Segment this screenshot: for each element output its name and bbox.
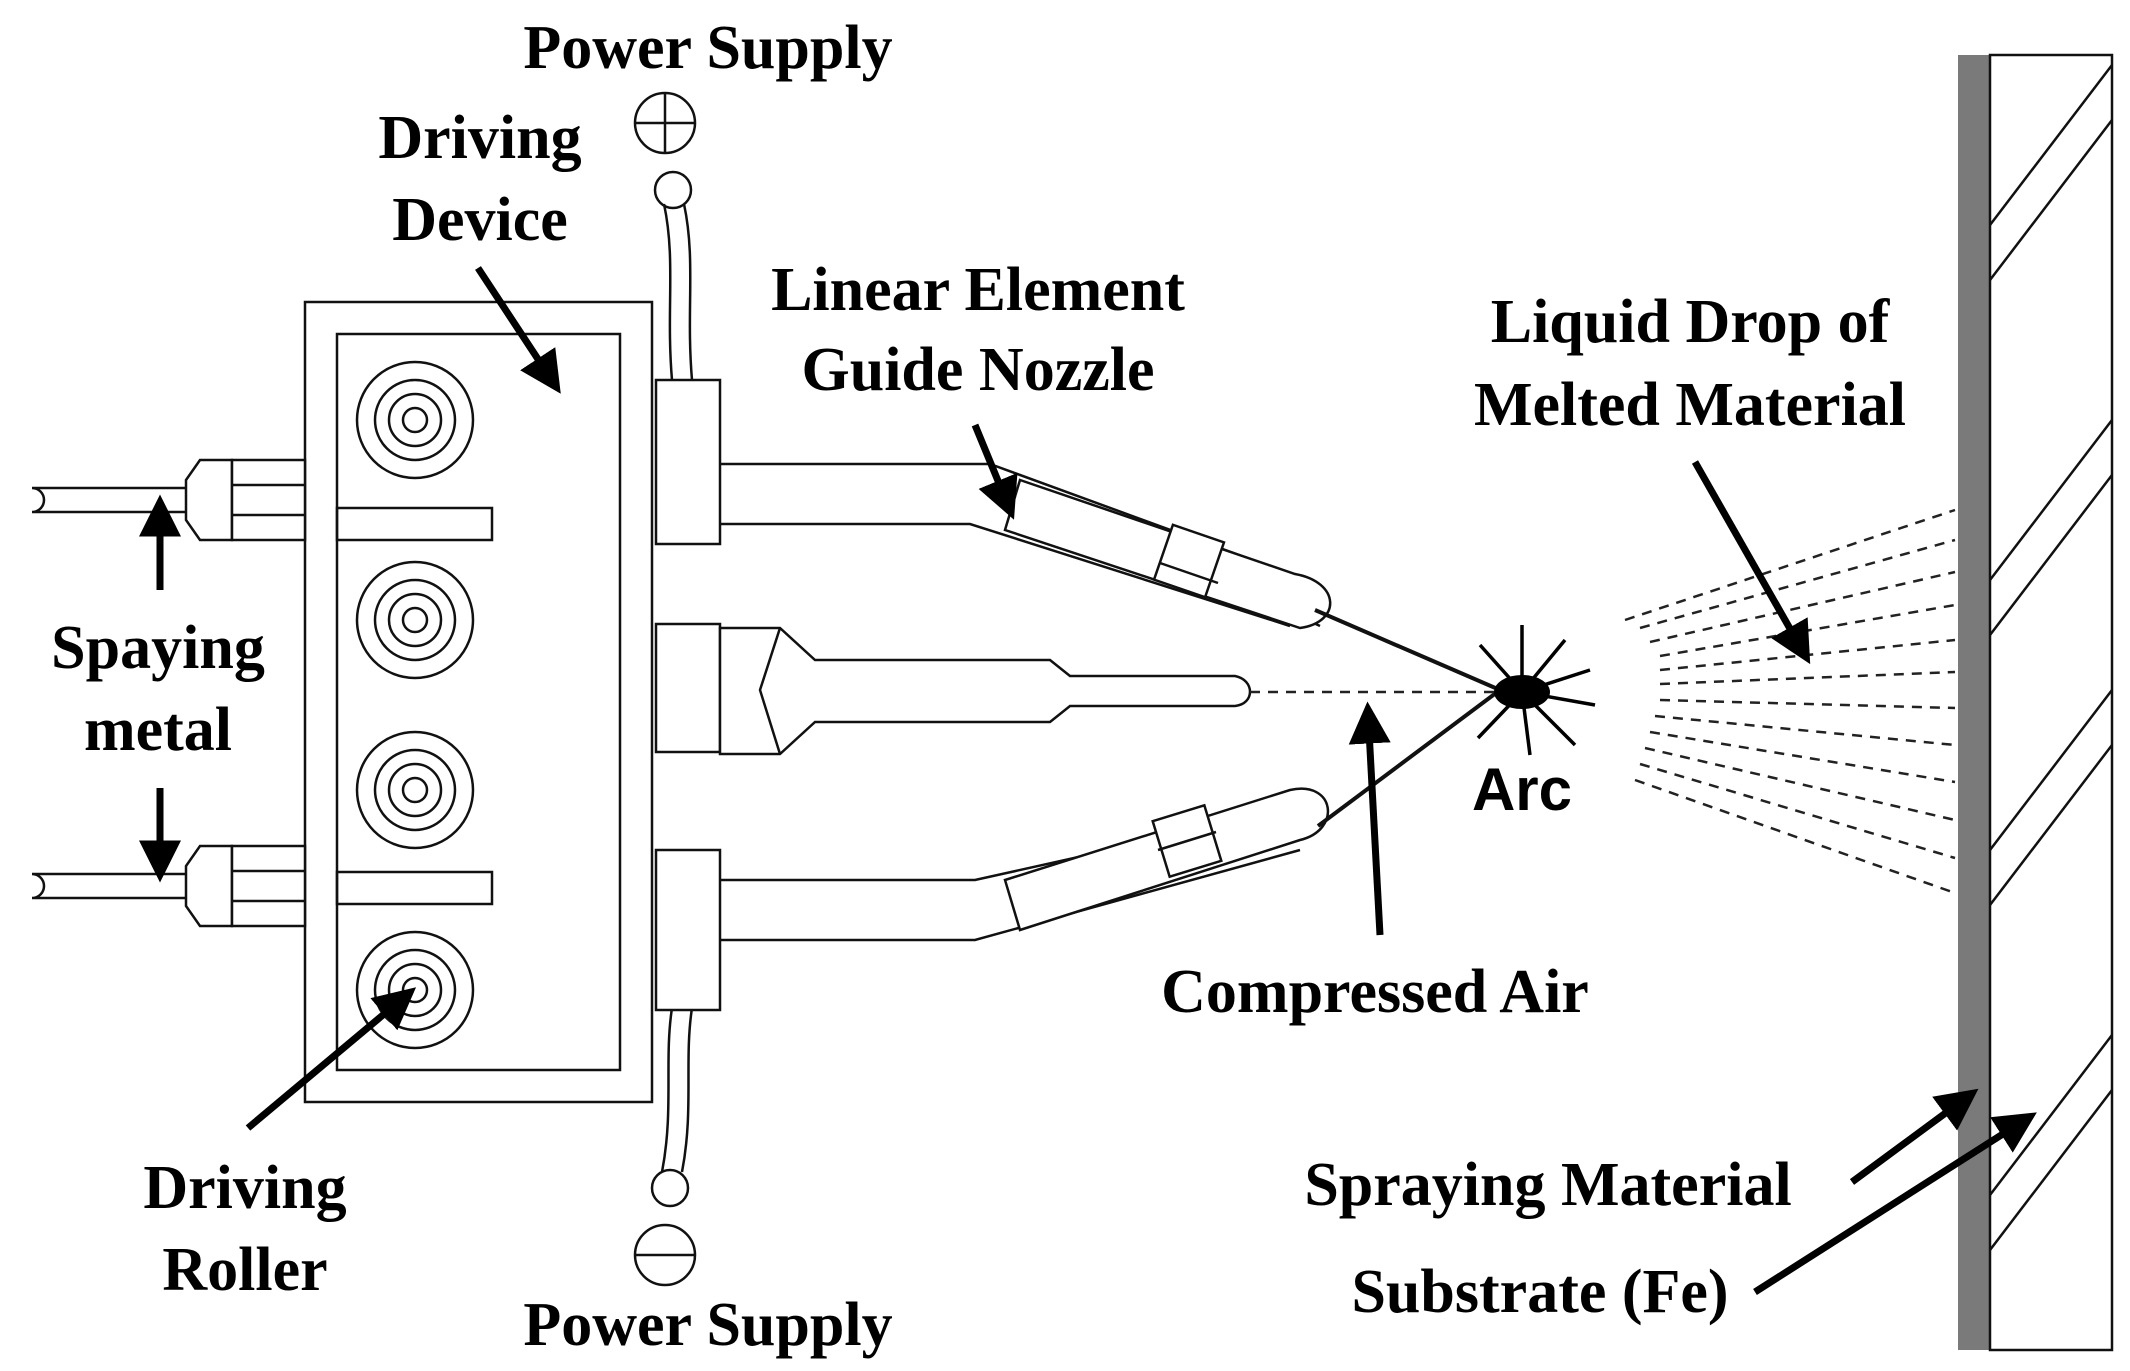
- connector-block-top: [654, 378, 722, 546]
- power-supply-top-terminal: [633, 91, 697, 381]
- label-liquid-drop-line1: Liquid Drop of: [1491, 288, 1891, 356]
- lower-wire-tip: [1316, 688, 1502, 828]
- label-spaying-metal-line1: Spaying: [51, 614, 265, 682]
- substrate-block: [1988, 53, 2114, 1352]
- roller-4: [355, 930, 475, 1050]
- arrow-driving-roller: [245, 987, 417, 1131]
- arrow-substrate: [1753, 1112, 2037, 1295]
- arrow-driving-device: [475, 266, 561, 394]
- lower-guide-nozzle: [720, 787, 1330, 942]
- label-arc: Arc: [1472, 756, 1572, 823]
- wire-feed-top: [31, 458, 307, 542]
- label-driving-roller-line2: Roller: [162, 1236, 327, 1304]
- spray-droplets: [1624, 508, 1956, 895]
- label-spraying-material: Spraying Material: [1304, 1151, 1791, 1219]
- label-substrate: Substrate (Fe): [1351, 1258, 1728, 1326]
- air-nozzle: [718, 626, 1252, 756]
- label-liquid-drop-line2: Melted Material: [1474, 371, 1906, 439]
- connector-block-middle: [654, 622, 722, 754]
- driving-device-housing: [303, 300, 654, 1104]
- upper-guide-nozzle: [720, 462, 1332, 630]
- roller-1: [355, 360, 475, 480]
- label-driving-device-line2: Device: [392, 186, 568, 254]
- label-compressed-air: Compressed Air: [1161, 958, 1589, 1026]
- coating-layer: [1958, 55, 1990, 1350]
- arrow-liquid-drop: [1691, 460, 1811, 665]
- arc-spark: [1476, 625, 1596, 756]
- power-supply-bottom-terminal: [633, 1007, 697, 1287]
- label-driving-roller-line1: Driving: [143, 1154, 346, 1222]
- connector-block-bottom: [654, 848, 722, 1012]
- arrow-spraying-material: [1849, 1088, 1979, 1185]
- upper-wire-tip: [1314, 608, 1501, 692]
- label-driving-device-line1: Driving: [378, 104, 581, 172]
- label-power-supply-top: Power Supply: [523, 14, 892, 82]
- label-power-supply-bottom: Power Supply: [523, 1291, 892, 1359]
- arrow-compressed-air: [1348, 701, 1391, 936]
- roller-3: [355, 730, 475, 850]
- label-linear-element-line1: Linear Element: [771, 256, 1185, 324]
- label-linear-element-line2: Guide Nozzle: [802, 336, 1155, 404]
- wire-feed-bottom: [31, 844, 307, 928]
- label-spaying-metal-line2: metal: [84, 696, 232, 764]
- roller-2: [355, 560, 475, 680]
- arrow-linear-element: [971, 423, 1018, 520]
